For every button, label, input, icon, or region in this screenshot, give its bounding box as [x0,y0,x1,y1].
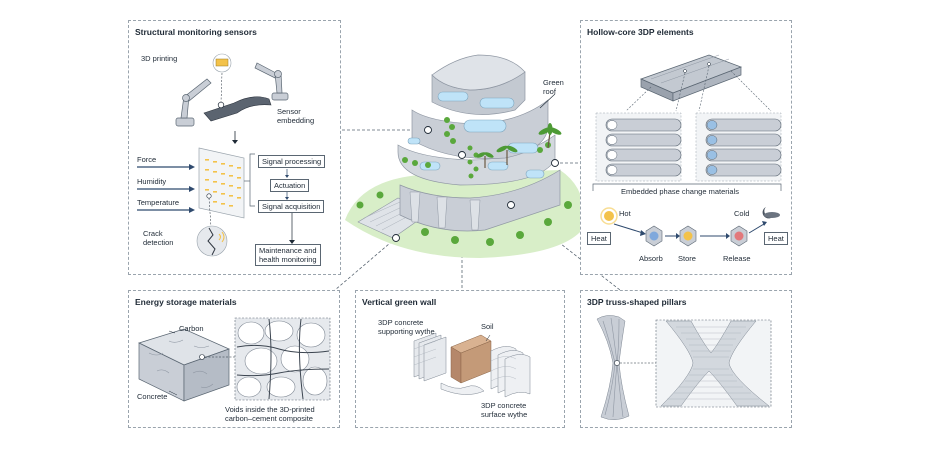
panel-title: Structural monitoring sensors [135,27,257,37]
stage-release: Release [723,254,751,263]
label-cold: Cold [734,209,750,218]
label-carbon: Carbon [179,324,204,333]
input-temperature: Temperature [137,198,180,207]
label-hot: Hot [619,209,631,218]
box-heat-right: Heat [764,232,788,245]
hollow-core-illustration [592,54,782,247]
step-signal-acquisition: Signal acquisition [258,200,325,213]
green-wall-illustration [413,332,531,398]
stage-absorb: Absorb [639,254,663,263]
step-actuation: Actuation [270,179,310,192]
input-humidity: Humidity [137,177,167,186]
label-pcm: Embedded phase change materials [621,187,739,196]
panel-title: 3DP truss-shaped pillars [587,297,687,307]
panel-title: Vertical green wall [362,297,437,307]
label-concrete: Concrete [137,392,168,401]
stage-store: Store [678,254,696,263]
panel-title: Hollow-core 3DP elements [587,27,694,37]
box-heat-left: Heat [587,232,611,245]
panel-energy-storage: Energy storage materials Carbon Concrete… [128,290,340,428]
label-3d-printing: 3D printing [141,54,178,63]
panel-title: Energy storage materials [135,297,237,307]
monitoring-illustration [137,53,295,257]
step-signal-processing: Signal processing [258,155,326,168]
panel-hollow-core: Hollow-core 3DP elements [580,20,792,275]
label-soil: Soil [481,322,494,331]
panel-structural-monitoring: Structural monitoring sensors [128,20,341,275]
panel-truss-pillars: 3DP truss-shaped pillars [580,290,792,428]
truss-pillar-illustration [596,315,772,420]
energy-storage-illustration [138,317,331,402]
input-force: Force [137,155,157,164]
